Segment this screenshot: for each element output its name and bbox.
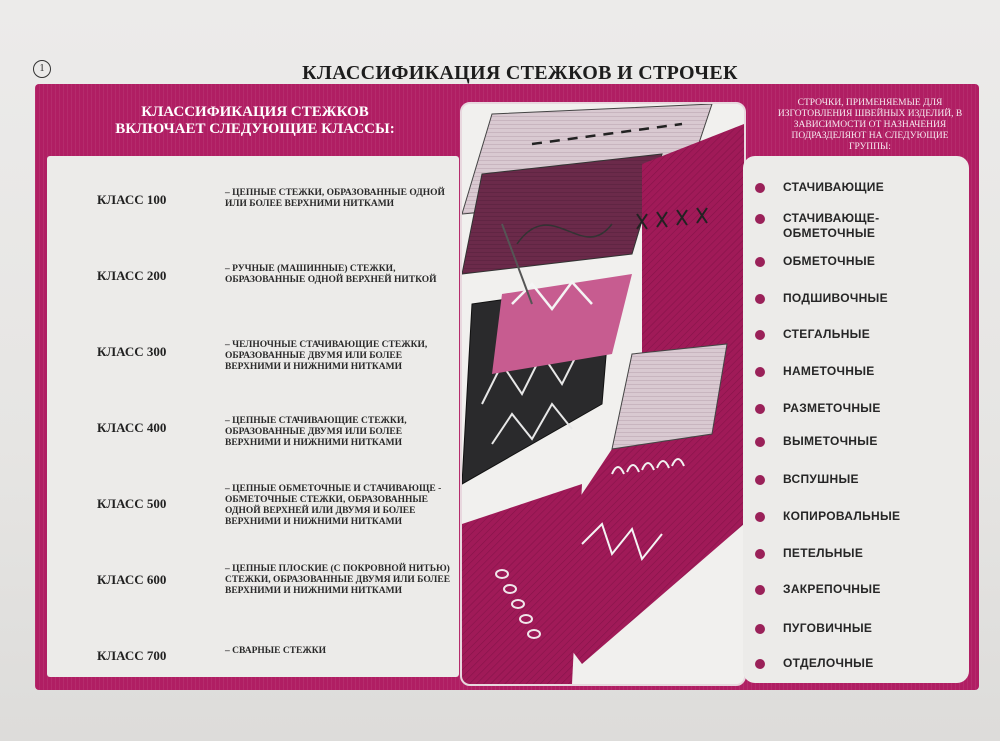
group-item: ЗАКРЕПОЧНЫЕ	[755, 582, 965, 597]
group-label: ЗАКРЕПОЧНЫЕ	[783, 582, 881, 596]
class-label: КЛАСС 600	[97, 572, 167, 587]
class-label: КЛАСС 400	[97, 420, 167, 435]
bullet-icon	[755, 512, 765, 522]
class-label: КЛАСС 500	[97, 496, 167, 511]
bullet-icon	[755, 624, 765, 634]
group-item: ОБМЕТОЧНЫЕ	[755, 254, 965, 269]
group-label: СТЕГАЛЬНЫЕ	[783, 327, 871, 341]
group-item: ПОДШИВОЧНЫЕ	[755, 291, 965, 306]
bullet-icon	[755, 294, 765, 304]
group-label: ВСПУШНЫЕ	[783, 472, 859, 486]
class-description: – ЦЕПНЫЕ СТАЧИВАЮЩИЕ СТЕЖКИ, ОБРАЗОВАННЫ…	[225, 416, 407, 448]
group-label: КОПИРОВАЛЬНЫЕ	[783, 509, 901, 523]
class-description: – РУЧНЫЕ (МАШИННЫЕ) СТЕЖКИ, ОБРАЗОВАННЫЕ…	[225, 264, 437, 285]
group-label: ОТДЕЛОЧНЫЕ	[783, 656, 874, 670]
bullet-icon	[755, 330, 765, 340]
stitch-classes-panel: КЛАСС 100 – ЦЕПНЫЕ СТЕЖКИ, ОБРАЗОВАННЫЕ …	[47, 156, 459, 677]
page-number: 1	[33, 60, 51, 78]
class-description: – СВАРНЫЕ СТЕЖКИ	[225, 646, 327, 656]
stitch-illustration	[462, 104, 744, 684]
group-item: ОТДЕЛОЧНЫЕ	[755, 656, 965, 671]
group-label: СТАЧИВАЮЩЕ-ОБМЕТОЧНЫЕ	[783, 211, 880, 240]
group-item: НАМЕТОЧНЫЕ	[755, 364, 965, 379]
fabric-layer	[462, 153, 663, 275]
group-label: РАЗМЕТОЧНЫЕ	[783, 401, 881, 415]
bullet-icon	[755, 475, 765, 485]
group-label: НАМЕТОЧНЫЕ	[783, 364, 875, 378]
bullet-icon	[755, 437, 765, 447]
group-item: СТАЧИВАЮЩЕ-ОБМЕТОЧНЫЕ	[755, 211, 965, 241]
poster-board: КЛАССИФИКАЦИЯ СТЕЖКОВ ВКЛЮЧАЕТ СЛЕДУЮЩИЕ…	[35, 84, 979, 690]
seam-groups-panel: СТАЧИВАЮЩИЕ СТАЧИВАЮЩЕ-ОБМЕТОЧНЫЕ ОБМЕТО…	[743, 156, 969, 683]
class-description: – ЧЕЛНОЧНЫЕ СТАЧИВАЮЩИЕ СТЕЖКИ, ОБРАЗОВА…	[225, 340, 428, 372]
bullet-icon	[755, 257, 765, 267]
group-item: РАЗМЕТОЧНЫЕ	[755, 401, 965, 416]
group-item: СТЕГАЛЬНЫЕ	[755, 327, 965, 342]
class-description: – ЦЕПНЫЕ ПЛОСКИЕ (С ПОКРОВНОЙ НИТЬЮ) СТЕ…	[225, 564, 451, 596]
class-label: КЛАСС 300	[97, 344, 167, 359]
left-header-line2: ВКЛЮЧАЕТ СЛЕДУЮЩИЕ КЛАССЫ:	[115, 121, 395, 137]
group-label: СТАЧИВАЮЩИЕ	[783, 180, 885, 194]
group-item: ВЫМЕТОЧНЫЕ	[755, 434, 965, 449]
group-label: ПЕТЕЛЬНЫЕ	[783, 546, 864, 560]
class-description: – ЦЕПНЫЕ ОБМЕТОЧНЫЕ И СТАЧИВАЮЩЕ - ОБМЕТ…	[225, 484, 442, 527]
bullet-icon	[755, 214, 765, 224]
class-label: КЛАСС 700	[97, 648, 167, 663]
bullet-icon	[755, 183, 765, 193]
class-description: – ЦЕПНЫЕ СТЕЖКИ, ОБРАЗОВАННЫЕ ОДНОЙ ИЛИ …	[225, 188, 445, 209]
main-title: КЛАССИФИКАЦИЯ СТЕЖКОВ И СТРОЧЕК	[302, 62, 738, 84]
group-label: ОБМЕТОЧНЫЕ	[783, 254, 876, 268]
fabric-layer	[492, 274, 632, 374]
group-item: ВСПУШНЫЕ	[755, 472, 965, 487]
right-header: СТРОЧКИ, ПРИМЕНЯЕМЫЕ ДЛЯ ИЗГОТОВЛЕНИЯ ШВ…	[777, 98, 963, 152]
bullet-icon	[755, 404, 765, 414]
class-label: КЛАСС 100	[97, 192, 167, 207]
group-item: СТАЧИВАЮЩИЕ	[755, 180, 965, 195]
group-item: ПЕТЕЛЬНЫЕ	[755, 546, 965, 561]
stitch-illustration-frame	[460, 102, 746, 686]
group-label: ВЫМЕТОЧНЫЕ	[783, 434, 878, 448]
group-label: ПУГОВИЧНЫЕ	[783, 621, 873, 635]
bullet-icon	[755, 367, 765, 377]
fabric-layer	[611, 343, 728, 450]
fabric-layer	[462, 484, 582, 684]
group-item: ПУГОВИЧНЫЕ	[755, 621, 965, 636]
group-label: ПОДШИВОЧНЫЕ	[783, 291, 888, 305]
left-header: КЛАССИФИКАЦИЯ СТЕЖКОВ ВКЛЮЧАЕТ СЛЕДУЮЩИЕ…	[85, 104, 425, 138]
bullet-icon	[755, 549, 765, 559]
bullet-icon	[755, 659, 765, 669]
bullet-icon	[755, 585, 765, 595]
left-header-line1: КЛАССИФИКАЦИЯ СТЕЖКОВ	[141, 104, 369, 120]
group-item: КОПИРОВАЛЬНЫЕ	[755, 509, 965, 524]
class-label: КЛАСС 200	[97, 268, 167, 283]
